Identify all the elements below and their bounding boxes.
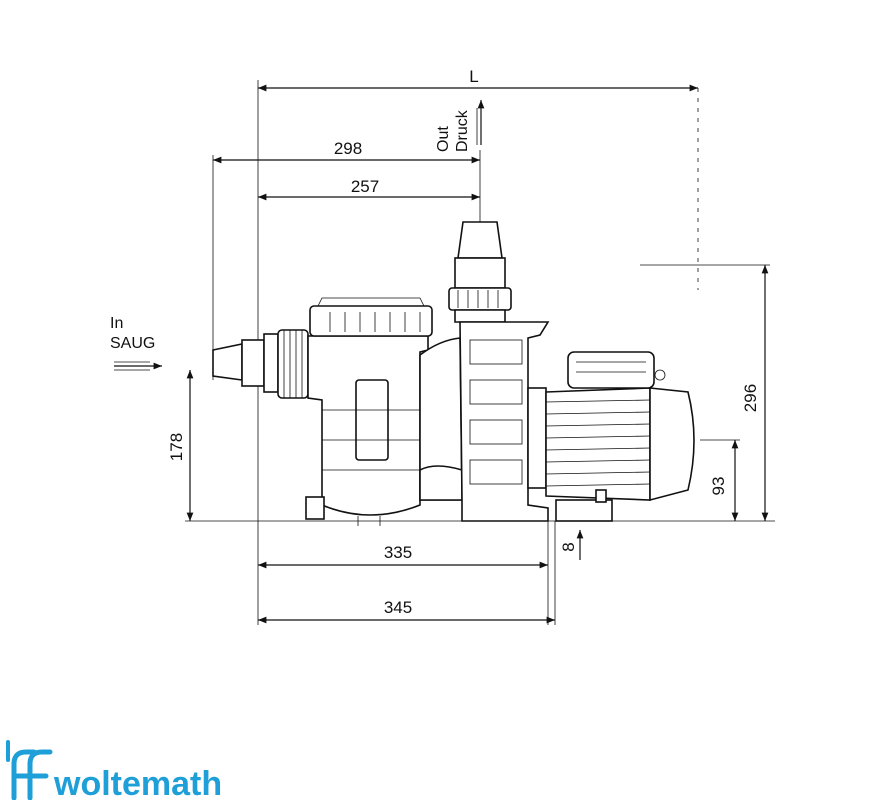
dimension-298-label: 298 — [334, 139, 362, 158]
woltemath-logo-text: woltemath — [53, 765, 222, 800]
dimension-298: 298 — [213, 139, 480, 164]
dimension-345-label: 345 — [384, 598, 412, 617]
outlet-label: Out Druck — [435, 100, 485, 152]
dimension-296-label: 296 — [741, 384, 760, 412]
prefilter-housing — [305, 297, 433, 520]
pump-bracket — [459, 321, 550, 522]
woltemath-logo: woltemath — [6, 740, 222, 800]
dimension-93: 93 — [709, 440, 739, 521]
outlet-label-druck: Druck — [454, 109, 471, 152]
outlet-label-out: Out — [435, 126, 452, 152]
dimension-L: L — [258, 67, 698, 92]
discharge-nozzle — [448, 221, 512, 323]
dimension-335-label: 335 — [384, 543, 412, 562]
dimension-345: 345 — [258, 598, 555, 624]
dimension-93-label: 93 — [709, 477, 728, 496]
inlet-label-in: In — [110, 315, 123, 332]
inlet-label-saug: SAUG — [110, 335, 155, 352]
dimension-257-label: 257 — [351, 177, 379, 196]
inlet-label: In SAUG — [110, 315, 162, 371]
dimension-178: 178 — [167, 370, 194, 521]
pump-outline — [212, 221, 695, 526]
base-line-ticks — [357, 516, 381, 526]
dimension-8-label: 8 — [559, 542, 578, 551]
motor — [527, 351, 695, 522]
woltemath-logo-mark — [6, 740, 53, 800]
volute — [419, 337, 463, 501]
dimension-296: 296 — [741, 265, 769, 521]
dimension-335: 335 — [258, 543, 548, 569]
dimension-178-label: 178 — [167, 433, 186, 461]
dimension-L-label: L — [469, 67, 478, 86]
dimension-257: 257 — [258, 177, 480, 201]
suction-nozzle — [212, 329, 309, 399]
